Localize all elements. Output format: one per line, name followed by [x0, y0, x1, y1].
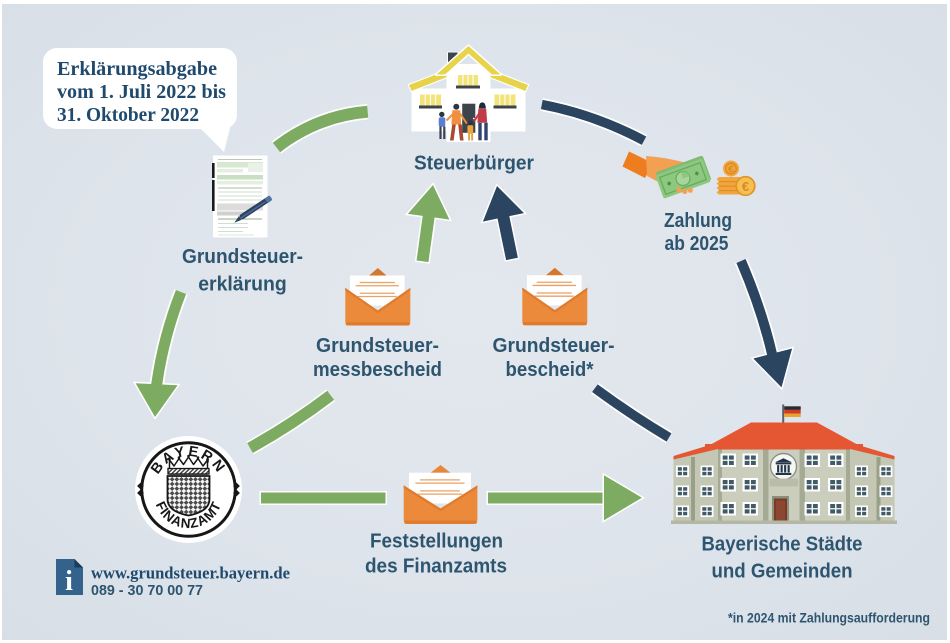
svg-text:messbescheid: messbescheid	[313, 359, 442, 381]
svg-text:Grundsteuer-: Grundsteuer-	[182, 246, 303, 268]
svg-text:Bayerische Städte: Bayerische Städte	[702, 534, 863, 556]
svg-text:www.grundsteuer.bayern.de: www.grundsteuer.bayern.de	[91, 564, 290, 583]
svg-text:Grundsteuer-: Grundsteuer-	[493, 335, 615, 357]
svg-text:vom 1. Juli 2022 bis: vom 1. Juli 2022 bis	[57, 82, 226, 103]
svg-text:31. Oktober 2022: 31. Oktober 2022	[57, 105, 199, 126]
svg-text:i: i	[65, 566, 73, 597]
svg-text:Zahlung: Zahlung	[664, 210, 732, 232]
svg-text:Steuerbürger: Steuerbürger	[414, 153, 534, 175]
svg-text:erklärung: erklärung	[198, 274, 287, 296]
svg-text:089 - 30 70 00 77: 089 - 30 70 00 77	[91, 582, 203, 599]
svg-text:*in 2024 mit Zahlungsaufforder: *in 2024 mit Zahlungsaufforderung	[728, 611, 930, 626]
svg-text:bescheid*: bescheid*	[506, 359, 594, 381]
svg-text:Grundsteuer-: Grundsteuer-	[316, 335, 439, 357]
svg-text:und Gemeinden: und Gemeinden	[712, 561, 853, 583]
svg-text:ab 2025: ab 2025	[665, 233, 729, 255]
svg-text:€: €	[728, 164, 734, 176]
svg-text:des Finanzamts: des Finanzamts	[365, 556, 507, 578]
svg-text:€: €	[742, 179, 749, 194]
svg-text:Feststellungen: Feststellungen	[370, 531, 503, 553]
svg-text:Erklärungsabgabe: Erklärungsabgabe	[57, 59, 217, 80]
